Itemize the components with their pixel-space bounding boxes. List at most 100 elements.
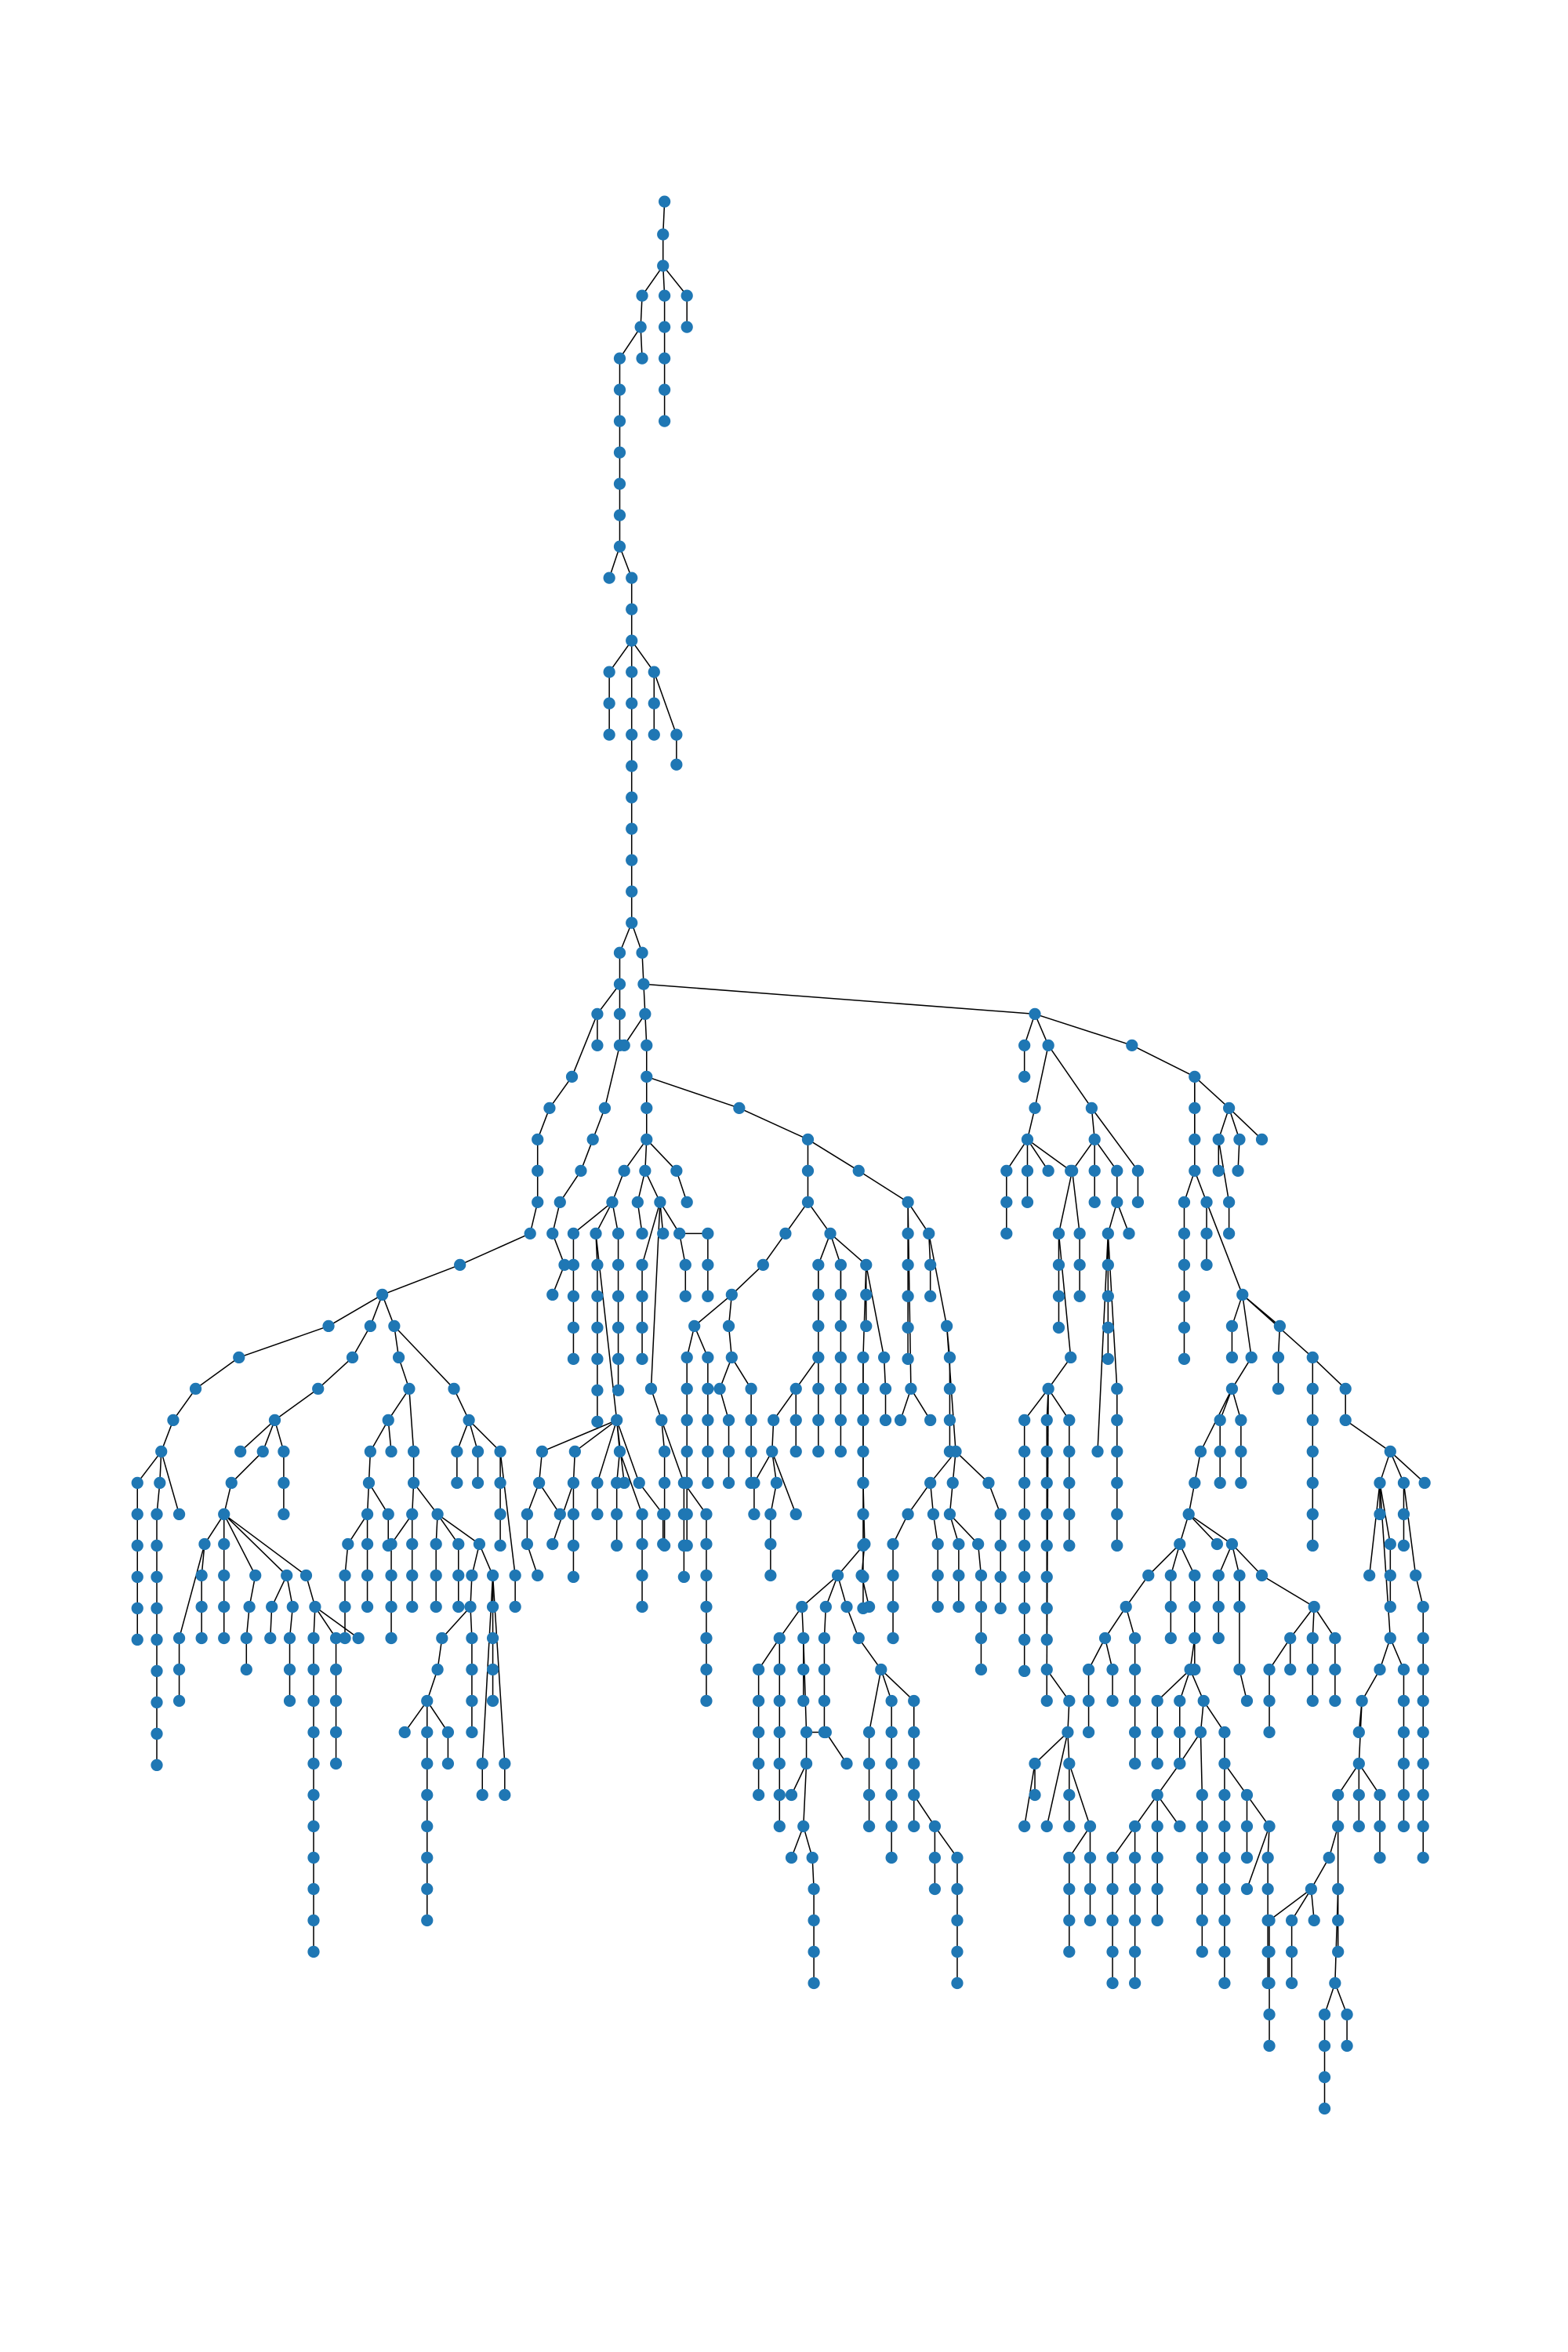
tree-node xyxy=(852,1164,865,1177)
tree-node xyxy=(1218,1976,1231,1990)
tree-edge xyxy=(643,983,1036,1016)
tree-node xyxy=(681,1476,693,1490)
tree-node xyxy=(857,1476,869,1490)
tree-node xyxy=(606,1196,619,1208)
tree-edge xyxy=(1006,1138,1029,1171)
tree-node xyxy=(1029,1102,1041,1114)
tree-node xyxy=(1363,1569,1376,1582)
tree-edge xyxy=(1125,1575,1149,1607)
tree-node xyxy=(808,1945,820,1958)
tree-node xyxy=(1284,1632,1297,1645)
tree-edge xyxy=(1112,1826,1136,1858)
tree-edge xyxy=(1358,1763,1381,1795)
tree-node xyxy=(1356,1694,1368,1708)
tree-node xyxy=(1018,1664,1031,1678)
tree-node xyxy=(554,1508,566,1521)
tree-node xyxy=(1263,1694,1276,1708)
tree-node xyxy=(1083,1851,1097,1864)
tree-node xyxy=(637,978,650,990)
tree-node xyxy=(819,1600,832,1613)
tree-node xyxy=(1085,1102,1098,1114)
tree-node xyxy=(151,1539,163,1552)
tree-node xyxy=(1082,1694,1095,1708)
tree-node xyxy=(421,1788,434,1802)
tree-node xyxy=(307,1945,320,1958)
tree-node xyxy=(951,1851,964,1864)
tree-node xyxy=(1040,1508,1053,1521)
tree-edge xyxy=(1058,1170,1074,1234)
tree-node xyxy=(451,1476,463,1490)
tree-node xyxy=(249,1569,262,1582)
tree-node xyxy=(818,1694,831,1708)
tree-node xyxy=(281,1569,293,1582)
tree-node xyxy=(641,1070,653,1083)
tree-node xyxy=(800,1757,813,1770)
tree-node xyxy=(753,1663,765,1676)
tree-edge xyxy=(1047,1388,1070,1421)
tree-node xyxy=(773,1694,786,1708)
tree-edge xyxy=(880,1668,915,1702)
tree-node xyxy=(430,1600,442,1613)
tree-edge xyxy=(807,1138,859,1171)
tree-node xyxy=(1218,1820,1231,1833)
tree-node xyxy=(902,1290,914,1302)
tree-node xyxy=(1131,1164,1145,1177)
tree-edge xyxy=(785,1201,809,1234)
tree-edge xyxy=(1231,1543,1263,1577)
tree-node xyxy=(1212,1133,1225,1145)
tree-node xyxy=(908,1694,920,1708)
tree-node xyxy=(421,1882,434,1896)
tree-node xyxy=(681,1445,693,1458)
tree-edge xyxy=(468,1419,501,1452)
tree-node xyxy=(824,1227,837,1240)
tree-node xyxy=(975,1663,988,1676)
tree-node xyxy=(421,1851,434,1864)
tree-node xyxy=(218,1569,230,1582)
tree-node xyxy=(700,1569,713,1582)
tree-node xyxy=(902,1258,914,1271)
tree-node xyxy=(543,1102,556,1114)
tree-node xyxy=(1374,1663,1386,1676)
tree-node xyxy=(1164,1569,1177,1582)
tree-node xyxy=(702,1414,714,1427)
tree-node xyxy=(1263,2039,1276,2053)
tree-node xyxy=(1329,1663,1341,1676)
tree-node xyxy=(195,1569,208,1582)
tree-node xyxy=(885,1757,898,1770)
tree-node xyxy=(1151,1788,1163,1802)
tree-node xyxy=(591,1321,604,1334)
tree-edge xyxy=(597,1419,618,1483)
tree-node xyxy=(1417,1851,1429,1864)
tree-node xyxy=(626,666,638,678)
tree-node xyxy=(857,1508,869,1521)
tree-node xyxy=(1021,1164,1034,1177)
tree-node xyxy=(1106,1882,1119,1896)
tree-node xyxy=(1263,1663,1276,1676)
tree-node xyxy=(1065,1351,1077,1364)
tree-edge xyxy=(1105,1232,1118,1389)
tree-node xyxy=(329,1726,343,1739)
tree-node xyxy=(1063,1914,1076,1927)
tree-node xyxy=(1261,1851,1274,1864)
tree-node xyxy=(1240,1694,1254,1708)
tree-node xyxy=(812,1445,825,1458)
tree-node xyxy=(812,1288,825,1301)
tree-node xyxy=(1151,1820,1163,1833)
tree-node xyxy=(486,1632,499,1645)
tree-node xyxy=(172,1632,186,1645)
tree-node xyxy=(342,1537,354,1551)
tree-edge xyxy=(559,1170,582,1203)
tree-node xyxy=(1218,1945,1231,1958)
tree-edge xyxy=(390,1513,413,1544)
tree-node xyxy=(466,1632,478,1645)
tree-node xyxy=(436,1632,448,1645)
tree-node xyxy=(613,978,626,990)
tree-node xyxy=(264,1632,277,1645)
tree-node xyxy=(1286,1914,1298,1927)
tree-edge xyxy=(638,1482,664,1515)
tree-node xyxy=(994,1602,1007,1615)
tree-node xyxy=(1129,1663,1142,1676)
tree-edge xyxy=(1188,1513,1218,1545)
tree-edge xyxy=(631,640,655,673)
tree-node xyxy=(1178,1196,1191,1208)
